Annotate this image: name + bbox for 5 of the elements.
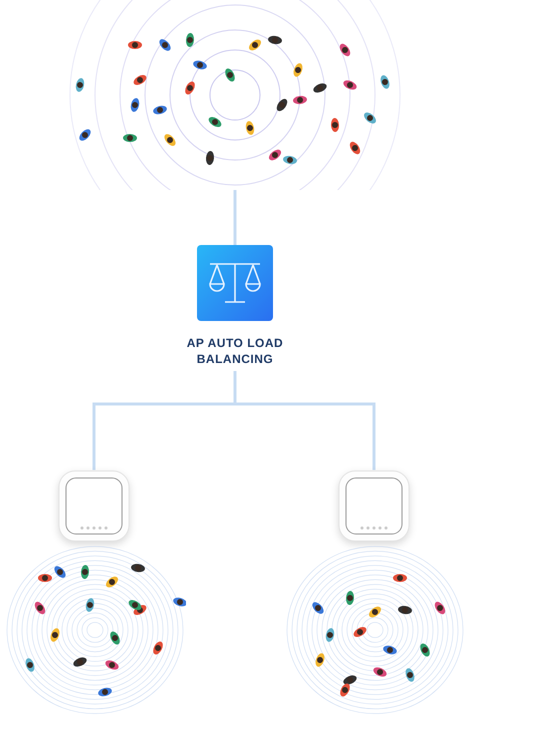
access-point-drawing: [338, 470, 410, 542]
feature-label: AP AUTO LOAD BALANCING: [186, 335, 284, 367]
connector-line: [234, 371, 376, 470]
access-point-drawing: [58, 470, 130, 542]
connector-line: [234, 190, 236, 245]
